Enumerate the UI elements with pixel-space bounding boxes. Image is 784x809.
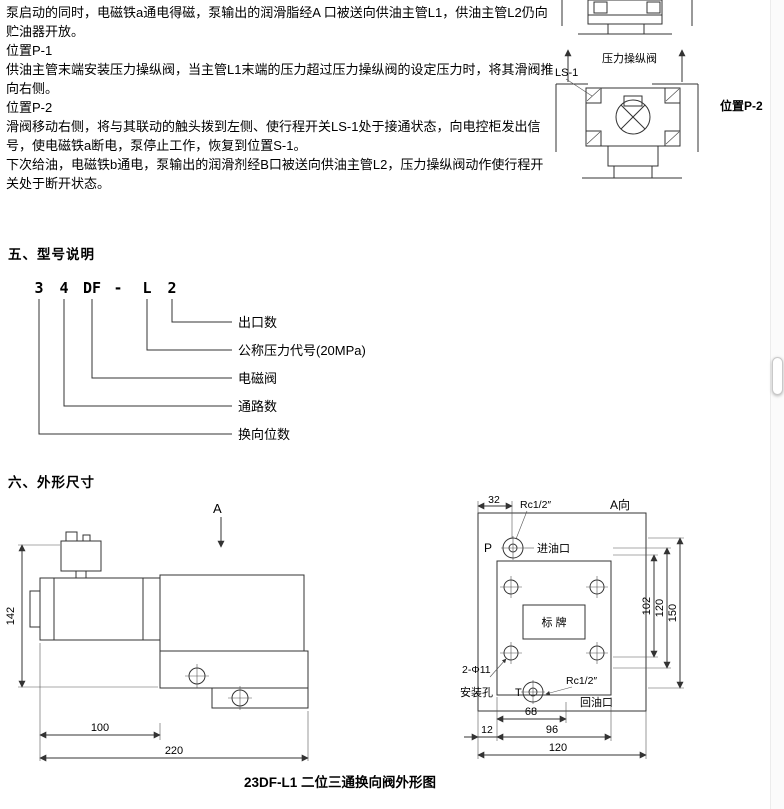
model-code-characters: 3 4 DF - L 2: [34, 279, 176, 297]
holes-spec-label: 2-Φ11: [462, 664, 491, 676]
dim-150: 150: [667, 604, 679, 622]
intro-paragraph-3: 滑阀移动右侧，将与其联动的触头拨到左侧、使行程开关LS-1处于接通状态，向电控柜…: [6, 119, 541, 153]
dimension-drawings: A 142: [5, 494, 684, 762]
code-part-3: 3: [34, 279, 43, 297]
dim-120-bottom: 120: [549, 742, 567, 754]
pressure-valve-label: 压力操纵阀: [602, 51, 657, 65]
view-a-label: A向: [610, 497, 630, 512]
label-pressure-code: 公称压力代号(20MPa): [238, 343, 366, 358]
code-part-l: L: [142, 279, 151, 297]
thread-spec-bottom: Rc1/2″: [566, 675, 597, 687]
model-section-heading: 五、型号说明: [8, 247, 95, 262]
port-t-label: T: [515, 687, 522, 699]
limit-switch-label: LS-1: [555, 67, 578, 79]
scrollbar-thumb[interactable]: [772, 357, 783, 395]
intro-paragraph-4: 下次给油，电磁铁b通电，泵输出的润滑剂经B口被送向供油主管L2，压力操纵阀动作使…: [6, 157, 544, 191]
position-p2-label: 位置P-2: [6, 100, 53, 115]
code-part-df: DF: [83, 279, 101, 297]
thread-spec-top: Rc1/2″: [520, 499, 551, 511]
pressure-control-valve-drawing: [555, 49, 699, 179]
label-position-count: 换向位数: [238, 427, 290, 442]
upper-diagram-fragment: [561, 0, 693, 35]
port-p-label: P: [484, 541, 492, 555]
mounting-hole-label: 安装孔: [460, 685, 493, 699]
mounting-holes: [500, 576, 608, 664]
model-code-diagram: 3 4 DF - L 2 出口数 公称压力代号(20MPa) 电磁阀 通路数 换…: [34, 279, 366, 442]
code-part-4: 4: [59, 279, 68, 297]
model-code-leader-lines: [38, 299, 232, 435]
view-arrow-label: A: [213, 501, 222, 516]
dim-102: 102: [641, 597, 653, 615]
valve-front-view: A向 32 Rc1/2″ P 进油口: [460, 494, 684, 759]
pressure-valve-diagram: 压力操纵阀 LS-1 位置P-2: [555, 0, 763, 179]
intro-paragraph-1: 泵启动的同时，电磁铁a通电得磁，泵输出的润滑脂经A 口被送向供油主管L1，供油主…: [6, 5, 548, 39]
dim-100: 100: [91, 722, 109, 734]
outlet-label: 回油口: [580, 695, 613, 709]
dim-12: 12: [481, 724, 493, 736]
dim-220: 220: [165, 745, 183, 757]
intro-text-block: 泵启动的同时，电磁铁a通电得磁，泵输出的润滑脂经A 口被送向供油主管L1，供油主…: [6, 3, 554, 193]
intro-paragraph-2: 供油主管末端安装压力操纵阀，当主管L1末端的压力超过压力操纵阀的设定压力时，将其…: [6, 62, 554, 96]
nameplate-label: 标 牌: [541, 615, 566, 629]
code-part-dash: -: [113, 279, 122, 297]
position-p2-diagram-label: 位置P-2: [720, 98, 763, 113]
code-part-2: 2: [167, 279, 176, 297]
dim-68: 68: [525, 706, 537, 718]
dim-32: 32: [488, 494, 500, 506]
dims-section-heading: 六、外形尺寸: [8, 475, 95, 490]
inlet-label: 进油口: [537, 541, 570, 555]
valve-side-view: A 142: [5, 501, 309, 762]
dim-96: 96: [546, 724, 558, 736]
position-p1-label: 位置P-1: [6, 43, 53, 58]
dim-142: 142: [5, 607, 17, 625]
dim-120-right: 120: [654, 599, 666, 617]
label-passage-count: 通路数: [238, 399, 277, 414]
scrollbar-track[interactable]: [770, 0, 784, 809]
figure-caption: 23DF-L1 二位三通换向阀外形图: [243, 775, 436, 790]
label-solenoid-valve: 电磁阀: [238, 371, 277, 386]
label-outlet-count: 出口数: [238, 315, 277, 330]
